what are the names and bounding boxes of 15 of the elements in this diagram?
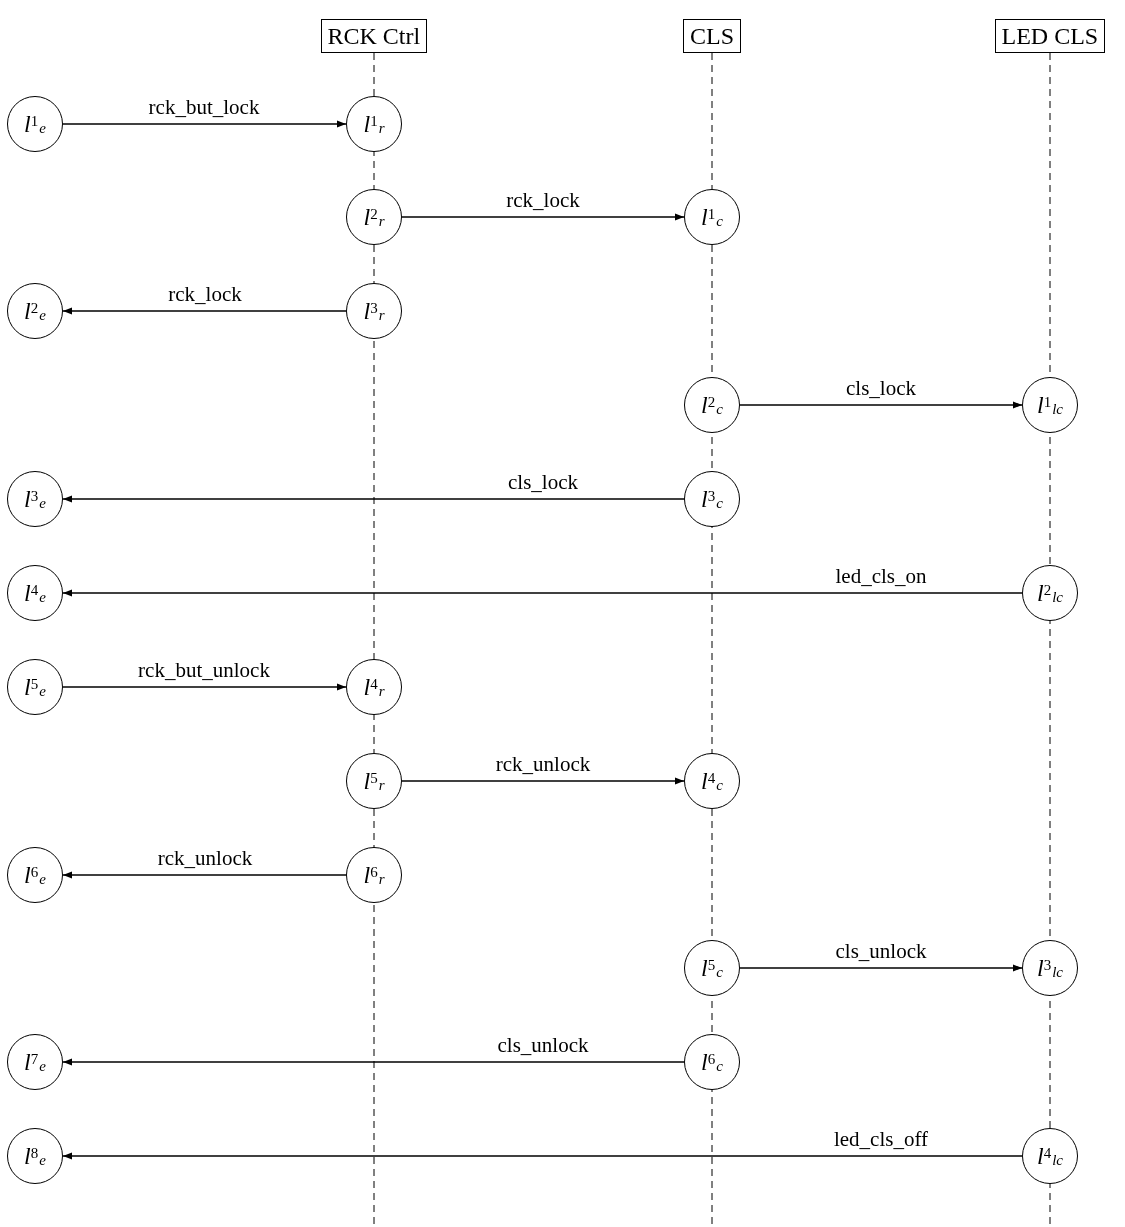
arrow [739, 401, 1023, 409]
arrow [62, 120, 347, 128]
arrow [62, 683, 347, 691]
lifeline-header: LED CLS [994, 19, 1106, 53]
arrow [62, 307, 347, 315]
lifeline-header: CLS [683, 19, 741, 53]
arrow [62, 871, 347, 879]
arrow [401, 213, 685, 221]
lifeline-header: RCK Ctrl [320, 19, 428, 53]
arrow [62, 1058, 685, 1066]
arrow [62, 1152, 1023, 1160]
arrow [739, 964, 1023, 972]
arrow [62, 495, 685, 503]
arrow [401, 777, 685, 785]
arrow [62, 589, 1023, 597]
